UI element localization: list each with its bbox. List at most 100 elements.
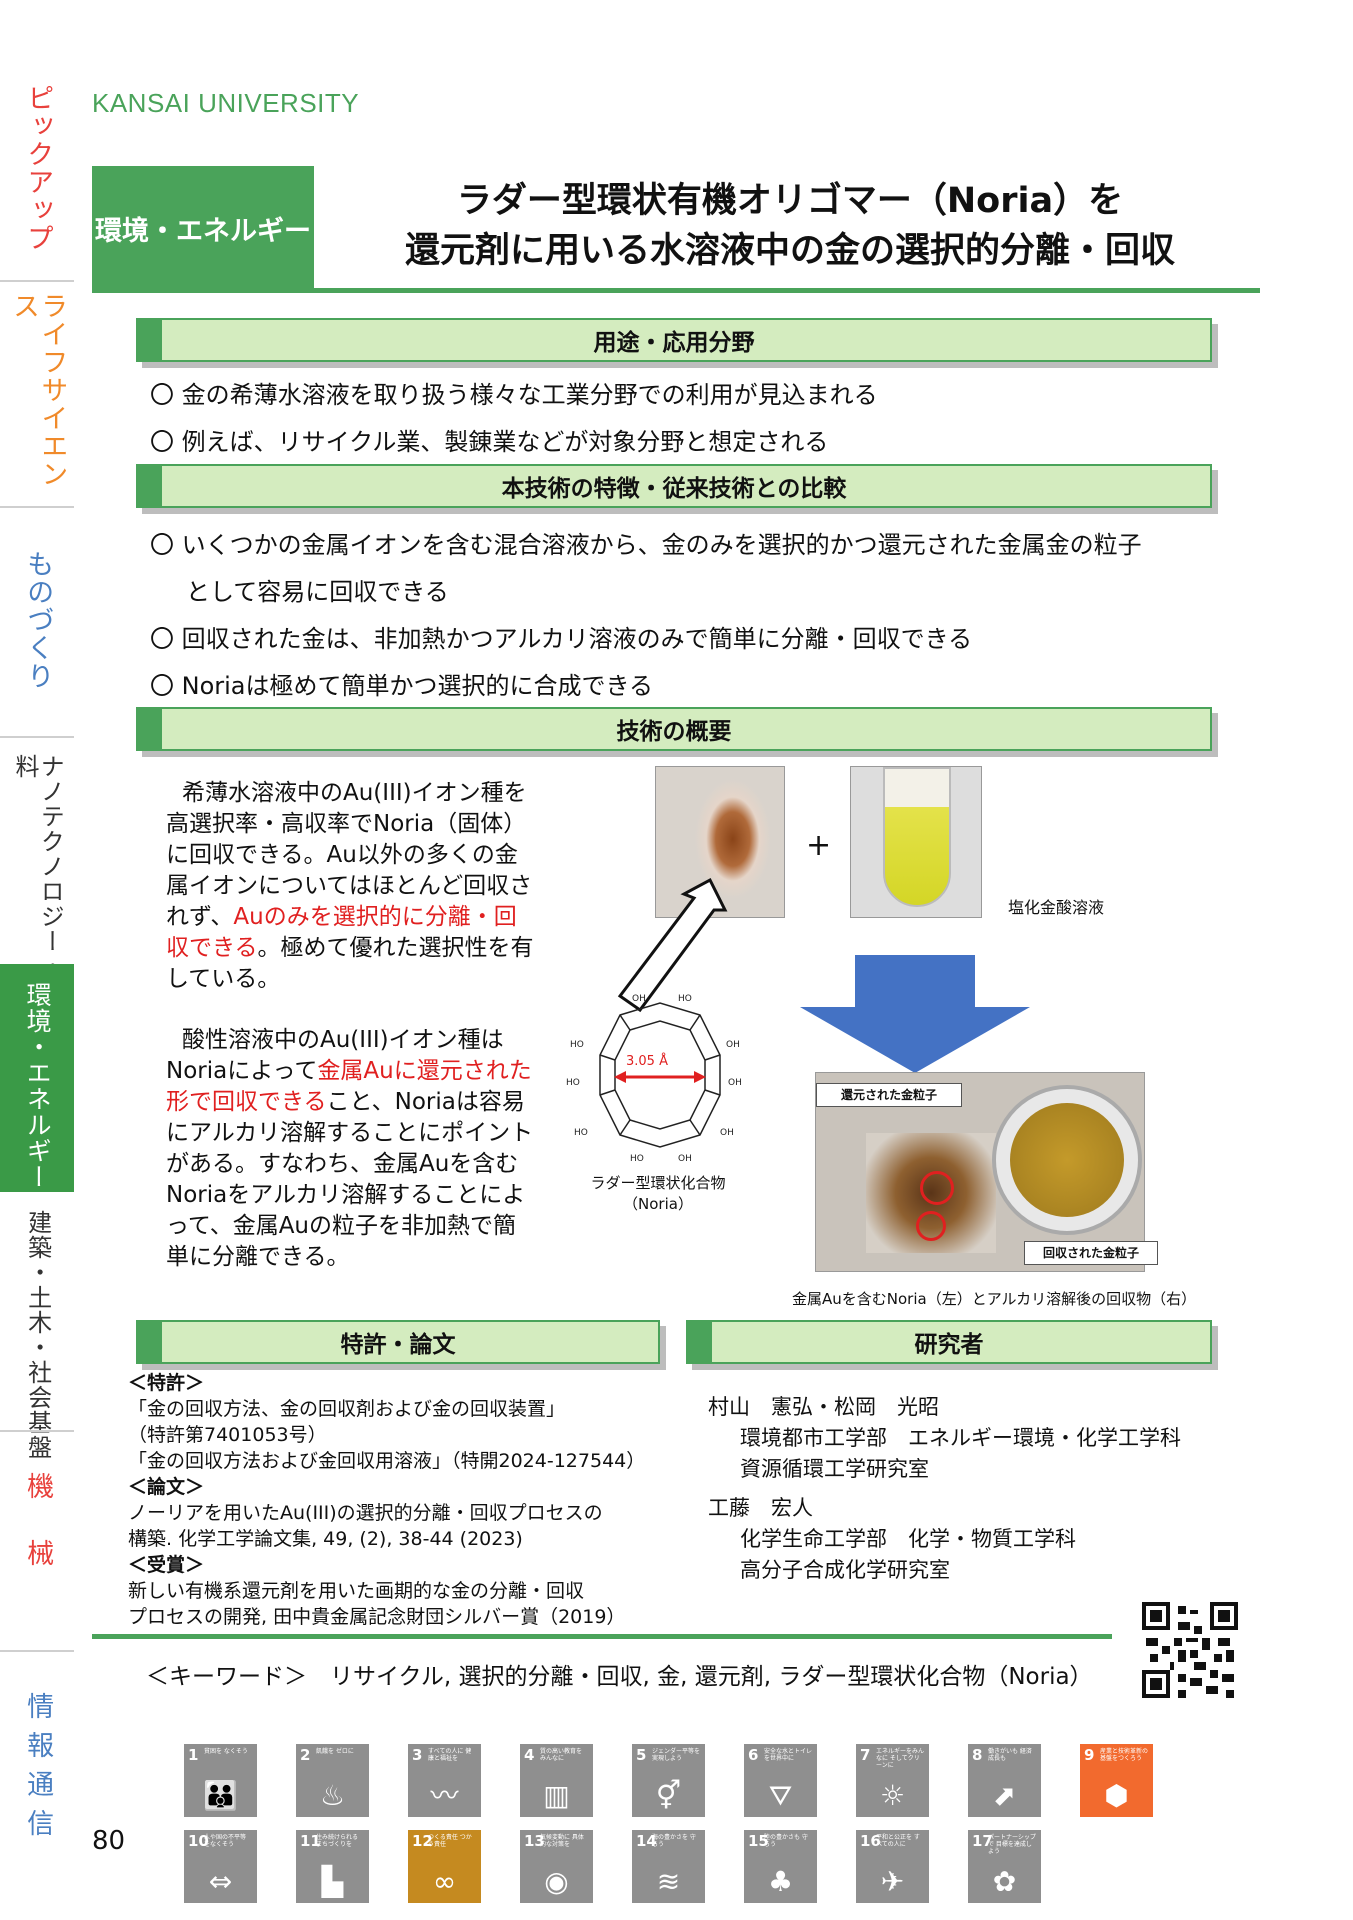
highlight-circle (916, 1211, 946, 1241)
qr-code-icon[interactable] (1142, 1602, 1238, 1698)
researcher-name: 工藤 宏人 (708, 1496, 813, 1520)
nav-item-architecture[interactable]: 建築・土木・社会基盤 (0, 1210, 74, 1460)
list-item: 〇 例えば、リサイクル業、製錬業などが対象分野と想定される (150, 428, 829, 456)
title-divider (92, 288, 1260, 293)
heartbeat-icon: 〰 (430, 1779, 459, 1812)
heading-text: 研究者 (914, 1332, 984, 1358)
section-heading-researchers: 研究者 (686, 1320, 1212, 1364)
tree-icon: ♣ (767, 1865, 794, 1898)
water-icon: ⛛ (768, 1779, 793, 1812)
nav-label: ナノテクノロジー・材料 (11, 754, 65, 1004)
list-item: として容易に回収できる (186, 578, 449, 606)
paper-item: 構築. 化学工学論文集, 49, (2), 38-44 (2023) (128, 1528, 523, 1550)
brand-logo-text: KANSAI UNIVERSITY (92, 88, 360, 118)
svg-text:OH: OH (678, 1154, 692, 1164)
dove-icon: ✈ (880, 1865, 905, 1898)
nav-label: ピックアップ (22, 84, 54, 252)
patent-item: 「金の回収方法および金回収用溶液」（特開2024-127544） (128, 1450, 646, 1472)
researcher-name: 村山 憲弘・松岡 光昭 (708, 1395, 939, 1419)
noria-powder-photo (655, 766, 785, 918)
researcher-department: 環境都市工学部 エネルギー環境・化学工学科 (740, 1426, 1181, 1450)
gender-icon: ⚥ (655, 1779, 682, 1812)
section-heading-features: 本技術の特徴・従来技術との比較 (136, 464, 1212, 508)
researchers-list: 村山 憲弘・松岡 光昭 環境都市工学部 エネルギー環境・化学工学科 資源循環工学… (708, 1392, 1268, 1586)
patent-item: 「金の回収方法、金の回収剤および金の回収装置」 (128, 1398, 566, 1420)
bowl-icon: ♨ (319, 1779, 346, 1812)
section-heading-overview: 技術の概要 (136, 707, 1212, 751)
list-item: 〇 回収された金は、非加熱かつアルカリ溶液のみで簡単に分離・回収できる (150, 625, 973, 653)
nav-label: 環境・エネルギー (23, 982, 53, 1190)
svg-text:OH: OH (728, 1078, 742, 1088)
patents-subheading: ＜特許＞ (128, 1372, 205, 1394)
svg-text:OH: OH (632, 994, 646, 1004)
infinity-icon: ∞ (432, 1865, 457, 1898)
book-icon: ▥ (543, 1779, 570, 1812)
overview-paragraph-2: 酸性溶液中のAu(III)イオン種はNoriaによって金属Auに還元された形で回… (166, 1027, 534, 1270)
recovered-gold-label: 回収された金粒子 (1024, 1241, 1158, 1265)
nav-item-nanotech[interactable]: ナノテクノロジー・材料 (0, 754, 74, 1004)
nav-item-machinery[interactable]: 機械 (0, 1472, 74, 1632)
highlight-text: Auのみを選択的に分離・回収できる (166, 904, 517, 961)
nav-label: ものづくり (22, 550, 54, 690)
up-arrow-icon (617, 877, 728, 1013)
researcher-department: 化学生命工学部 化学・物質工学科 (740, 1527, 1076, 1551)
nav-label: ライフサイエンス (8, 292, 68, 488)
gold-particles (1010, 1103, 1124, 1217)
highlight-text: 金属Auに還元された形で回収できる (166, 1058, 532, 1115)
award-item: プロセスの開発, 田中貴金属記念財団シルバー賞（2019） (128, 1606, 626, 1628)
growth-icon: ⬈ (992, 1779, 1017, 1812)
svg-text:HO: HO (678, 994, 692, 1004)
section-heading-use: 用途・応用分野 (136, 318, 1212, 362)
family-icon: 👪 (203, 1779, 238, 1812)
list-item: 〇 Noriaは極めて簡単かつ選択的に合成できる (150, 672, 654, 700)
distance-label: 3.05 Å (626, 1054, 668, 1069)
nav-item-ict[interactable]: 情報通信 (0, 1692, 74, 1892)
overview-paragraph-1: 希薄水溶液中のAu(III)イオン種を高選択率・高収率でNoria（固体）に回収… (166, 780, 534, 992)
gold-solution (883, 767, 951, 907)
down-arrow-icon (800, 955, 1030, 1073)
patent-item: （特許第7401053号） (128, 1424, 327, 1446)
nav-item-life-science[interactable]: ライフサイエンス (0, 292, 74, 492)
solution-label: 塩化金酸溶液 (1008, 898, 1105, 917)
partnership-icon: ✿ (992, 1865, 1017, 1898)
section-heading-patents: 特許・論文 (136, 1320, 660, 1364)
category-badge: 環境・エネルギー (92, 166, 314, 290)
awards-subheading: ＜受賞＞ (128, 1554, 205, 1576)
svg-text:HO: HO (574, 1128, 588, 1138)
highlight-circle (920, 1171, 954, 1205)
researcher-lab: 高分子合成化学研究室 (740, 1558, 950, 1582)
nav-item-environment-energy[interactable]: 環境・エネルギー (0, 964, 74, 1192)
title-line-2: 還元剤に用いる水溶液中の金の選択的分離・回収 (404, 231, 1175, 271)
cubes-icon: ⬢ (1104, 1779, 1129, 1812)
equality-icon: ⇔ (208, 1865, 233, 1898)
title-line-1: ラダー型環状有機オリゴマー（Noria）を (456, 181, 1124, 221)
heading-text: 技術の概要 (616, 719, 732, 745)
nav-label: 機械 (22, 1472, 54, 1606)
page-title: ラダー型環状有機オリゴマー（Noria）を 還元剤に用いる水溶液中の金の選択的分… (330, 176, 1250, 276)
fish-icon: ≋ (656, 1865, 681, 1898)
reduced-gold-label: 還元された金粒子 (816, 1083, 962, 1107)
recovered-gold-photo: 還元された金粒子 回収された金粒子 (815, 1072, 1158, 1272)
city-icon: ▙ (321, 1865, 344, 1898)
svg-text:OH: OH (720, 1128, 734, 1138)
compound-label: ラダー型環状化合物 （Noria） (590, 1174, 726, 1213)
svg-text:HO: HO (566, 1078, 580, 1088)
nav-item-pickup[interactable]: ピックアップ (0, 84, 74, 284)
heading-text: 特許・論文 (340, 1332, 456, 1358)
patents-list: ＜特許＞ 「金の回収方法、金の回収剤および金の回収装置」 （特許第7401053… (128, 1370, 688, 1630)
list-item: 〇 金の希薄水溶液を取り扱う様々な工業分野での利用が見込まれる (150, 381, 878, 409)
nav-item-monozukuri[interactable]: ものづくり (0, 550, 74, 730)
sun-icon: ☼ (879, 1779, 906, 1812)
